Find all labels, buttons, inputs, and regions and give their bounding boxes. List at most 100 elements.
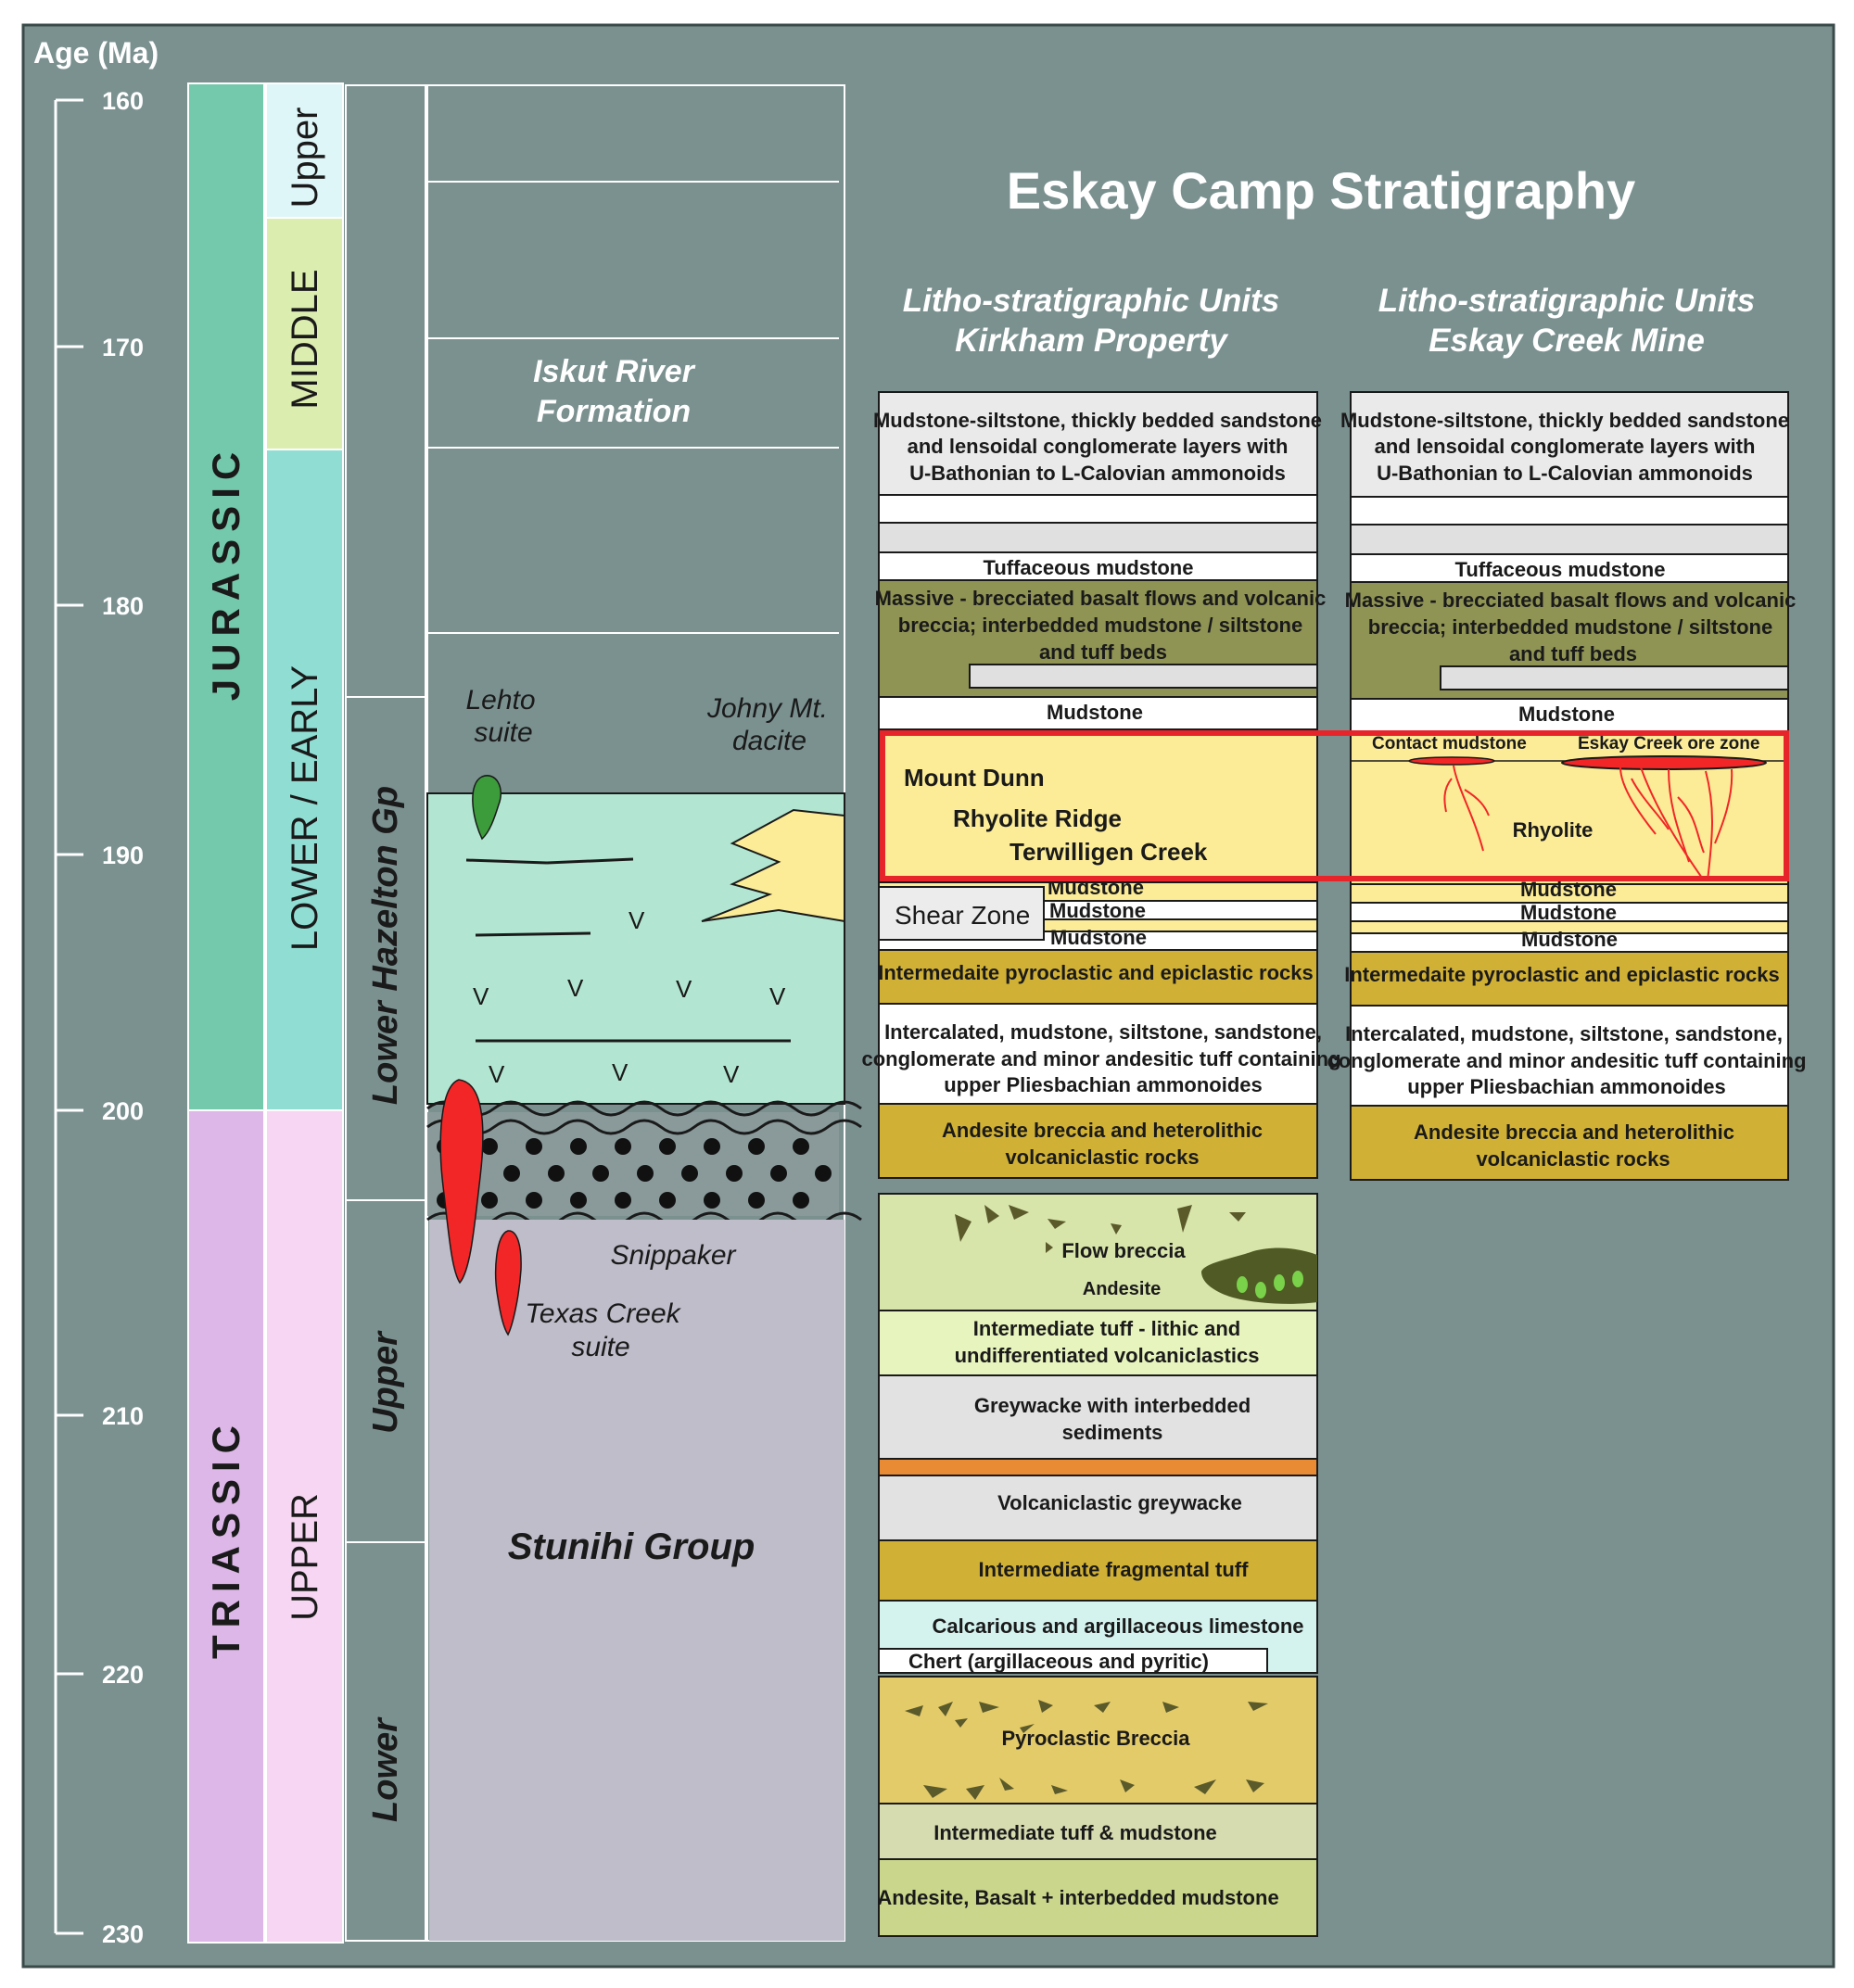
kirkham-header-line1: Litho-stratigraphic Units [903, 283, 1279, 319]
terwilligen-creek-label: Terwilligen Creek [1010, 838, 1208, 866]
eskay-header-line1: Litho-stratigraphic Units [1378, 283, 1755, 319]
eskay-tuff-mud: Tuffaceous mudstone [1455, 558, 1666, 581]
triassic-band [187, 1109, 265, 1944]
kirkham-intercal-l2: conglomerate and minor andesitic tuff co… [861, 1047, 1340, 1070]
upper-jurassic-label: Upper [285, 108, 325, 209]
texas-creek-line2: suite [571, 1332, 629, 1362]
svg-text:V: V [676, 975, 692, 1003]
middle-jurassic-band [265, 217, 344, 450]
kirkham-andesite-l2: volcaniclastic rocks [1005, 1146, 1199, 1169]
kirkham-intercal-l3: upper Pliesbachian ammonoides [944, 1073, 1263, 1096]
eskay-mud-c: Mudstone [1521, 928, 1618, 951]
triassic-label: TRIASSIC [204, 1418, 248, 1659]
eskay-pyro-epi: Intermedaite pyroclastic and epiclastic … [1344, 963, 1780, 986]
upper-triassic-label: UPPER [285, 1493, 325, 1621]
group-lower-label: Lower [366, 1716, 405, 1822]
age-tick-220: 220 [102, 1661, 144, 1689]
stunihi-group-block [429, 1220, 844, 1941]
eskay-andesite-l1: Andesite breccia and heterolithic [1414, 1121, 1734, 1144]
eskay-intercal-l1: Intercalated, mudstone, siltstone, sands… [1345, 1022, 1783, 1045]
rhyolite-ridge-label: Rhyolite Ridge [953, 804, 1122, 832]
mount-dunn-label: Mount Dunn [904, 764, 1045, 791]
age-tick-190: 190 [102, 842, 144, 869]
bedding-lines [465, 857, 791, 1043]
eskay-mud-a: Mudstone [1520, 878, 1617, 901]
jurassic-band [187, 82, 265, 1111]
svg-text:V: V [489, 1060, 505, 1088]
andesite-basalt: Andesite, Basalt + interbedded mudstone [877, 1886, 1278, 1909]
jurassic-label: JURASSIC [204, 445, 248, 701]
frag-tuff: Intermediate fragmental tuff [979, 1558, 1250, 1581]
ore-zone-label: Eskay Creek ore zone [1578, 734, 1759, 753]
eskay-header-line2: Eskay Creek Mine [1429, 323, 1705, 359]
kirkham-intercal-l1: Intercalated, mudstone, siltstone, sands… [884, 1020, 1322, 1044]
kirkham-basalt-l1: Massive - brecciated basalt flows and vo… [875, 587, 1327, 610]
eskay-mud-b: Mudstone [1520, 901, 1617, 924]
eskay-rhyolite: Rhyolite [1513, 818, 1594, 842]
lower-jurassic-label: LOWER / EARLY [285, 665, 325, 951]
eskay-mudstone: Mudstone [1518, 703, 1615, 726]
eskay-basalt-l3: and tuff beds [1509, 642, 1637, 665]
kirkham-basalt-l2: breccia; interbedded mudstone / siltston… [898, 614, 1302, 637]
svg-text:V: V [769, 982, 786, 1010]
texas-creek-intrusion-large [439, 1079, 484, 1285]
eskay-intercal-l2: conglomerate and minor andesitic tuff co… [1327, 1049, 1806, 1072]
limestone: Calcarious and argillaceous limestone [932, 1614, 1303, 1638]
kirkham-pyro-epi: Intermedaite pyroclastic and epiclastic … [878, 961, 1314, 984]
texas-creek-line1: Texas Creek [525, 1298, 681, 1329]
tuff-mud2: Intermediate tuff & mudstone [933, 1821, 1217, 1844]
kirkham-andesite-l1: Andesite breccia and heterolithic [942, 1119, 1263, 1142]
shear-zone-label: Shear Zone [895, 901, 1030, 930]
kirkham-header-line2: Kirkham Property [955, 323, 1228, 359]
svg-text:V: V [567, 974, 584, 1002]
svg-text:V: V [629, 906, 645, 934]
period-column: JURASSIC TRIASSIC [187, 82, 265, 1944]
volcanic-marks: V V V V V V V V [473, 906, 786, 1088]
lower-jurassic-band [265, 449, 344, 1111]
unconformity-waves [426, 1100, 862, 1228]
texas-creek-intrusion-small [494, 1230, 522, 1336]
int-tuff-l2: undifferentiated volcaniclastics [955, 1344, 1260, 1367]
feeder-veins [1443, 765, 1733, 881]
eskay-top-unit-l2: and lensoidal conglomerate layers with [1375, 435, 1756, 458]
eskay-basalt-l1: Massive - brecciated basalt flows and vo… [1345, 589, 1797, 612]
age-tick-160: 160 [102, 87, 144, 115]
chert: Chert (argillaceous and pyritic) [908, 1650, 1209, 1673]
kirkham-top-unit-l1: Mudstone-siltstone, thickly bedded sands… [873, 409, 1322, 432]
andesite-clast [1201, 1247, 1317, 1304]
age-axis: Age (Ma) 160 170 180 190 200 210 220 230 [33, 36, 159, 1948]
upper-triassic-band [265, 1109, 344, 1944]
eskay-basalt-l2: breccia; interbedded mudstone / siltston… [1368, 615, 1772, 639]
age-tick-230: 230 [102, 1920, 144, 1948]
andesite-label: Andesite [1083, 1279, 1161, 1299]
volc-greywacke: Volcaniclastic greywacke [997, 1491, 1242, 1514]
johny-mt-dacite-body [701, 808, 845, 923]
kirkham-top-unit-l3: U-Bathonian to L-Calovian ammonoids [909, 462, 1286, 485]
andesite-vesicles [1237, 1271, 1303, 1298]
lehto-intrusion [472, 775, 502, 841]
kirkham-basalt-l3: and tuff beds [1039, 640, 1167, 664]
johny-label-line2: dacite [732, 726, 806, 756]
kirkham-mud-c: Mudstone [1050, 926, 1147, 949]
kirkham-top-unit-l2: and lensoidal conglomerate layers with [908, 435, 1289, 458]
age-tick-210: 210 [102, 1402, 144, 1430]
kirkham-mudstone: Mudstone [1047, 701, 1143, 724]
lehto-label-line2: suite [474, 717, 532, 748]
contact-mudstone-lens [1408, 756, 1495, 766]
greywacke-l2: sediments [1062, 1421, 1163, 1444]
svg-text:V: V [473, 982, 489, 1010]
iskut-river-line2: Formation [537, 394, 691, 429]
svg-text:V: V [612, 1058, 629, 1086]
pyro-breccia: Pyroclastic Breccia [1001, 1727, 1190, 1750]
iskut-river-line1: Iskut River [533, 354, 696, 389]
age-tick-200: 200 [102, 1097, 144, 1125]
lower-hazelton-label: Lower Hazelton Gp [366, 786, 405, 1105]
eskay-intercal-l3: upper Pliesbachian ammonoides [1407, 1075, 1726, 1098]
int-tuff-l1: Intermediate tuff - lithic and [973, 1317, 1240, 1340]
kirkham-tuff-mud: Tuffaceous mudstone [984, 556, 1194, 579]
eskay-andesite-l2: volcaniclastic rocks [1476, 1147, 1670, 1171]
page-title: Eskay Camp Stratigraphy [1007, 161, 1635, 220]
contact-mudstone-label: Contact mudstone [1372, 734, 1527, 753]
eskay-column: Litho-stratigraphic Units Eskay Creek Mi… [1327, 283, 1807, 1181]
